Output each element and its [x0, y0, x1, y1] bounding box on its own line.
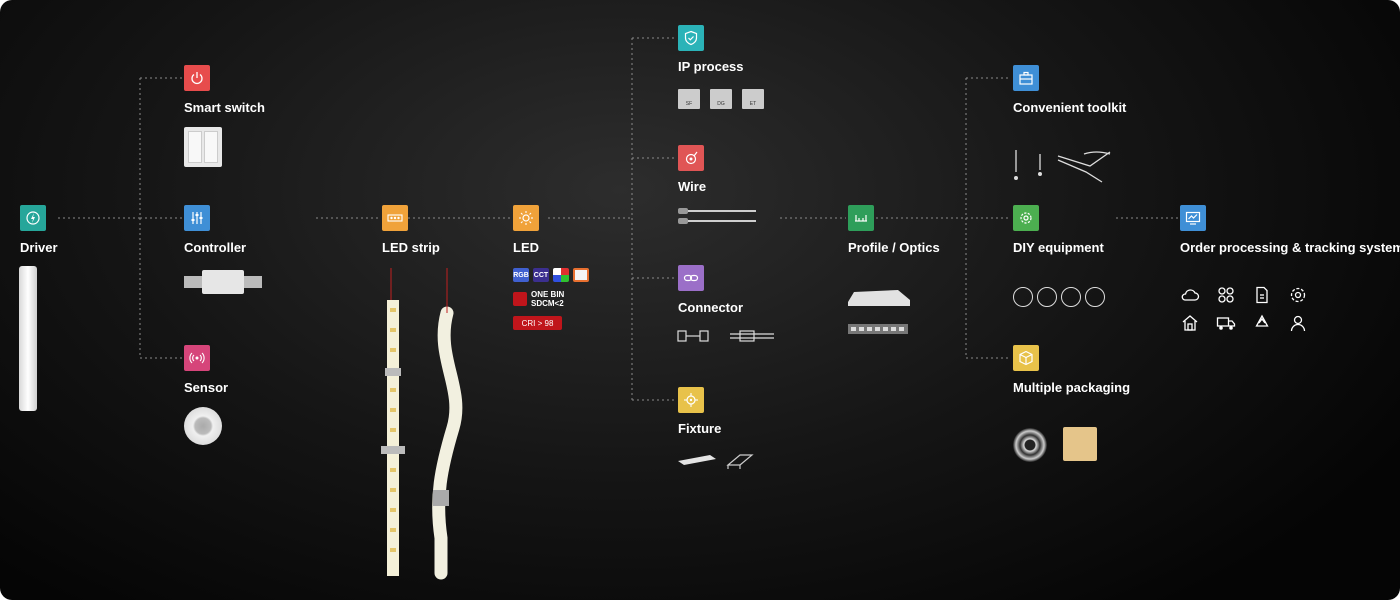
sensor-badge	[184, 345, 210, 371]
sdcm-text: SDCM<2	[531, 299, 564, 308]
led-strip-badge	[382, 205, 408, 231]
box-icon	[1019, 350, 1033, 366]
fixture-label: Fixture	[678, 421, 722, 436]
cloud-icon	[1181, 289, 1200, 301]
link-icon	[683, 274, 699, 282]
diy-cutter-icon	[1013, 287, 1033, 307]
order-processing-badge	[1180, 205, 1206, 231]
profile-optics-label: Profile / Optics	[848, 240, 940, 255]
led-badge	[513, 205, 539, 231]
power-icon	[191, 72, 203, 85]
diy-press-icon	[1037, 287, 1057, 307]
diy-equipment-badge	[1013, 205, 1039, 231]
smart-switch-label: Smart switch	[184, 100, 265, 115]
profile-optics-product-image	[848, 290, 910, 334]
multiple-packaging-badge	[1013, 345, 1039, 371]
diy-glue-icon	[1085, 287, 1105, 307]
target-icon	[684, 393, 698, 407]
wire-product-image	[678, 208, 756, 224]
rgb-chip: RGB	[513, 268, 529, 282]
pixel-chip	[573, 268, 589, 282]
packaging-box-image	[1063, 427, 1097, 461]
ip-tile-dg: DG	[710, 89, 732, 109]
led-strip-product-image	[381, 268, 463, 580]
recycle-icon	[1255, 314, 1269, 327]
wire-icon	[685, 151, 698, 165]
profile-icon	[855, 215, 867, 222]
one-bin-chip	[513, 292, 527, 306]
diy-sealer-icon	[1061, 287, 1081, 307]
fixture-product-image	[678, 454, 754, 469]
connector-label: Connector	[678, 300, 743, 315]
document-icon	[1256, 286, 1268, 304]
convenient-toolkit-product-image	[1014, 150, 1111, 183]
lightning-icon	[26, 211, 40, 225]
diy-equipment-label: DIY equipment	[1013, 240, 1104, 255]
gear-icon	[1020, 212, 1032, 224]
led-strip-label: LED strip	[382, 240, 440, 255]
chart-icon	[1185, 211, 1201, 225]
wire-label: Wire	[678, 179, 707, 194]
driver-label: Driver	[20, 240, 58, 255]
sensor-label: Sensor	[184, 380, 229, 395]
profile-optics-badge	[848, 205, 874, 231]
one-bin-text: ONE BIN	[531, 290, 565, 299]
convenient-toolkit-badge	[1013, 65, 1039, 91]
rgbw-chip	[553, 268, 569, 282]
shield-icon	[684, 30, 698, 46]
controller-badge	[184, 205, 210, 231]
driver-product-image	[19, 266, 37, 411]
toolbox-icon	[1019, 71, 1033, 85]
sliders-icon	[191, 212, 203, 224]
home-icon	[1182, 315, 1198, 331]
sun-icon	[519, 211, 533, 225]
multiple-packaging-label: Multiple packaging	[1013, 380, 1131, 395]
controller-product-image	[184, 268, 262, 296]
smart-switch-product-image	[184, 127, 222, 167]
signal-icon	[189, 352, 205, 364]
ip-process-badge	[678, 25, 704, 51]
connector-badge	[678, 265, 704, 291]
user-icon	[1290, 315, 1306, 332]
settings-icon	[1290, 287, 1306, 303]
wire-badge	[678, 145, 704, 171]
controller-label: Controller	[184, 240, 247, 255]
truck-icon	[1216, 317, 1236, 330]
ip-tile-et: ET	[742, 89, 764, 109]
fixture-badge	[678, 387, 704, 413]
sensor-product-image	[184, 407, 222, 445]
strip-icon	[387, 214, 403, 222]
packaging-reel-image	[1013, 428, 1047, 462]
cri-badge: CRI > 98	[513, 316, 562, 330]
connector-product-image	[677, 330, 774, 342]
smart-switch-badge	[184, 65, 210, 91]
convenient-toolkit-label: Convenient toolkit	[1013, 100, 1127, 115]
led-label: LED	[513, 240, 539, 255]
ip-tile-sf: SF	[678, 89, 700, 109]
cct-chip: CCT	[533, 268, 549, 282]
ip-process-label: IP process	[678, 59, 744, 74]
apps-icon	[1218, 287, 1234, 303]
driver-badge	[20, 205, 46, 231]
order-processing-label: Order processing & tracking system	[1180, 240, 1400, 255]
